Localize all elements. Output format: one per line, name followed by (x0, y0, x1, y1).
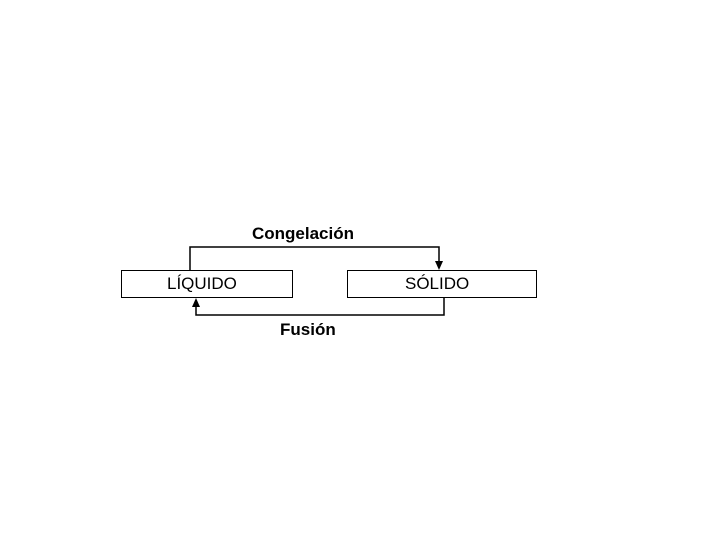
freezing-arrowhead (435, 261, 443, 270)
liquid-state-label: LÍQUIDO (167, 274, 237, 293)
melting-label: Fusión (280, 320, 336, 339)
melting-arrow (195, 298, 445, 316)
solid-state-box: SÓLIDO (347, 270, 537, 298)
melting-arrowhead (192, 298, 200, 307)
solid-state-label: SÓLIDO (405, 274, 470, 293)
freezing-label: Congelación (252, 224, 355, 243)
liquid-state-box: LÍQUIDO (121, 270, 293, 298)
freezing-arrow (189, 246, 440, 270)
